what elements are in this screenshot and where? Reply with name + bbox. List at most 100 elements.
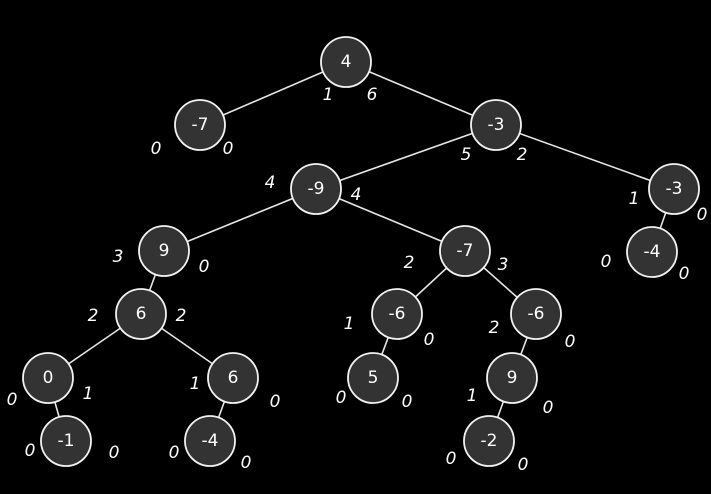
subtree-height-left-label: 1 <box>467 386 478 406</box>
subtree-height-right-label: 1 <box>83 384 94 404</box>
subtree-height-left-label: 0 <box>601 252 612 272</box>
node-circle <box>626 226 678 278</box>
subtree-height-right-label: 4 <box>351 185 362 205</box>
node-circle <box>347 352 399 404</box>
node-circle <box>207 352 259 404</box>
subtree-height-left-label: 0 <box>169 443 180 463</box>
tree-node-n3: -3 <box>470 99 522 151</box>
node-circle <box>22 352 74 404</box>
node-value: 4 <box>341 52 352 72</box>
node-value: 9 <box>159 241 170 261</box>
tree-node-n2: -7 <box>174 99 226 151</box>
subtree-height-left-label: 5 <box>461 145 472 165</box>
tree-node-n13: 6 <box>207 352 259 404</box>
subtree-height-right-label: 0 <box>109 443 120 463</box>
node-value: -2 <box>481 431 498 451</box>
edge-n4-n7 <box>315 188 466 252</box>
subtree-height-right-label: 3 <box>498 255 509 275</box>
subtree-height-right-label: 0 <box>518 455 529 475</box>
node-circle <box>290 163 342 215</box>
tree-node-n14: 5 <box>347 352 399 404</box>
height-labels-layer: 1 6 0 0 5 2 4 4 1 0 3 0 2 3 0 0 2 2 1 0 2 0 0 1 1 0 0 0 1 0 0 0 0 0 0 0 <box>7 85 708 475</box>
node-value: -7 <box>457 241 474 261</box>
node-circle <box>138 225 190 277</box>
node-value: -7 <box>192 115 209 135</box>
subtree-height-left-label: 0 <box>446 449 457 469</box>
tree-node-n5: -3 <box>648 163 700 215</box>
subtree-height-right-label: 0 <box>679 264 690 284</box>
tree-node-n11: -6 <box>510 288 562 340</box>
node-value: -3 <box>488 115 505 135</box>
subtree-height-left-label: 2 <box>88 306 99 326</box>
tree-node-n9: 6 <box>115 288 167 340</box>
subtree-height-left-label: 3 <box>113 247 124 267</box>
node-circle <box>371 288 423 340</box>
node-value: -1 <box>58 431 75 451</box>
subtree-height-right-label: 2 <box>176 306 187 326</box>
subtree-height-left-label: 0 <box>336 388 347 408</box>
subtree-height-left-label: 4 <box>265 173 276 193</box>
subtree-height-right-label: 0 <box>402 392 413 412</box>
tree-node-n10: -6 <box>371 288 423 340</box>
subtree-height-left-label: 2 <box>404 253 415 273</box>
tree-node-n12: 0 <box>22 352 74 404</box>
node-value: -3 <box>666 179 683 199</box>
node-value: -6 <box>389 304 406 324</box>
subtree-height-left-label: 0 <box>25 441 36 461</box>
node-circle <box>439 225 491 277</box>
subtree-height-left-label: 0 <box>151 139 162 159</box>
node-value: -4 <box>644 242 661 262</box>
tree-node-n4: -9 <box>290 163 342 215</box>
subtree-height-right-label: 0 <box>697 205 708 225</box>
subtree-height-right-label: 6 <box>367 85 378 105</box>
node-circle <box>486 352 538 404</box>
subtree-height-left-label: 1 <box>323 85 334 105</box>
node-circle <box>648 163 700 215</box>
subtree-height-left-label: 2 <box>489 318 500 338</box>
subtree-height-left-label: 1 <box>629 189 640 209</box>
node-value: -6 <box>528 304 545 324</box>
edge-n3-n4 <box>315 124 497 190</box>
subtree-height-right-label: 0 <box>223 139 234 159</box>
subtree-height-right-label: 0 <box>270 392 281 412</box>
nodes-layer: 4 -7 -3 -9 -3 9 -7 -4 6 -6 -6 0 6 5 9 -1 -4 -2 <box>22 36 700 467</box>
tree-node-n1: 4 <box>320 36 372 88</box>
subtree-height-right-label: 0 <box>199 257 210 277</box>
subtree-height-right-label: 0 <box>241 453 252 473</box>
node-value: 9 <box>507 368 518 388</box>
edge-n4-n6 <box>163 188 317 252</box>
edge-n3-n5 <box>495 124 675 190</box>
node-circle <box>463 415 515 467</box>
node-circle <box>320 36 372 88</box>
tree-node-n17: -4 <box>184 415 236 467</box>
node-value: 0 <box>43 368 54 388</box>
node-value: -4 <box>202 431 219 451</box>
node-circle <box>40 415 92 467</box>
edge-n1-n3 <box>345 61 497 126</box>
tree-node-n6: 9 <box>138 225 190 277</box>
subtree-height-right-label: 0 <box>565 332 576 352</box>
tree-node-n7: -7 <box>439 225 491 277</box>
tree-node-n18: -2 <box>463 415 515 467</box>
tree-node-n16: -1 <box>40 415 92 467</box>
subtree-height-right-label: 0 <box>543 398 554 418</box>
subtree-height-right-label: 0 <box>424 330 435 350</box>
tree-node-n15: 9 <box>486 352 538 404</box>
node-circle <box>115 288 167 340</box>
node-circle <box>470 99 522 151</box>
node-circle <box>184 415 236 467</box>
subtree-height-left-label: 1 <box>190 374 201 394</box>
edge-n1-n2 <box>199 61 347 126</box>
subtree-height-left-label: 0 <box>7 390 18 410</box>
subtree-height-left-label: 1 <box>344 314 355 334</box>
node-value: 6 <box>228 368 239 388</box>
node-circle <box>174 99 226 151</box>
tree-node-n8: -4 <box>626 226 678 278</box>
node-circle <box>510 288 562 340</box>
subtree-height-right-label: 2 <box>517 145 528 165</box>
node-value: 5 <box>368 368 379 388</box>
node-value: -9 <box>308 179 325 199</box>
node-value: 6 <box>136 304 147 324</box>
